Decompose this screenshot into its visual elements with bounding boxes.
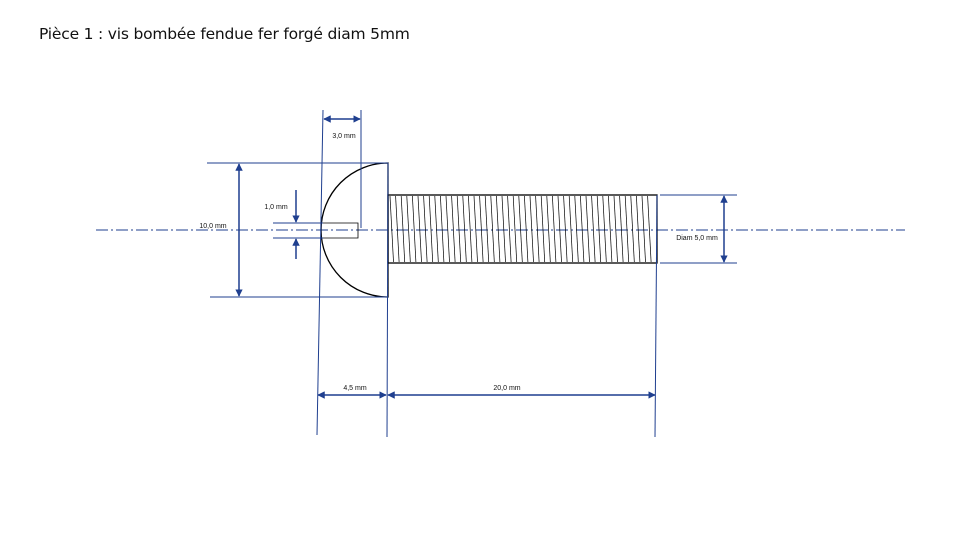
thread-line <box>484 195 490 263</box>
thread-line <box>557 195 562 263</box>
thread-line <box>389 195 394 263</box>
screw-threads <box>389 195 652 263</box>
thread-line <box>540 195 546 263</box>
thread-line <box>585 195 590 263</box>
thread-line <box>563 195 568 263</box>
thread-line <box>428 195 434 263</box>
thread-line <box>490 195 495 263</box>
thread-line <box>574 195 579 263</box>
thread-line <box>580 195 585 263</box>
thread-line <box>445 195 450 263</box>
thread-line <box>400 195 406 263</box>
extension-lines <box>207 109 737 438</box>
thread-line <box>507 195 512 263</box>
thread-line <box>568 195 574 263</box>
thread-line <box>641 195 646 263</box>
dimension-arrows <box>235 115 728 399</box>
page-title: Pièce 1 : vis bombée fendue fer forgé di… <box>39 25 410 43</box>
thread-line <box>468 195 473 263</box>
thread-line <box>647 195 652 263</box>
thread-line <box>440 195 445 263</box>
thread-line <box>462 195 467 263</box>
thread-line <box>636 195 641 263</box>
thread-line <box>434 195 439 263</box>
thread-line <box>512 195 518 263</box>
thread-line <box>479 195 484 263</box>
thread-line <box>613 195 618 263</box>
thread-line <box>518 195 523 263</box>
thread-line <box>591 195 596 263</box>
slot-depth-label: 3,0 mm <box>332 133 356 140</box>
screw-slot <box>323 222 359 239</box>
thread-line <box>552 195 557 263</box>
head-length-label: 4,5 mm <box>343 385 367 392</box>
thread-line <box>596 195 602 263</box>
thread-line <box>624 195 630 263</box>
thread-line <box>619 195 624 263</box>
thread-line <box>456 195 462 263</box>
thread-line <box>395 195 400 263</box>
thread-line <box>529 195 534 263</box>
thread-line <box>417 195 422 263</box>
thread-line <box>406 195 411 263</box>
screw-shank <box>387 194 658 264</box>
slot-width-label: 1,0 mm <box>264 204 288 211</box>
thread-line <box>412 195 417 263</box>
thread-line <box>451 195 456 263</box>
thread-line <box>535 195 540 263</box>
thread-line <box>423 195 428 263</box>
head-diameter-label: 10,0 mm <box>199 223 226 230</box>
shank-diameter-label: Diam 5,0 mm <box>676 235 718 242</box>
thread-line <box>473 195 478 263</box>
thread-line <box>501 195 506 263</box>
thread-line <box>524 195 529 263</box>
thread-line <box>602 195 607 263</box>
thread-line <box>546 195 551 263</box>
shank-length-label: 20,0 mm <box>493 385 520 392</box>
thread-line <box>630 195 635 263</box>
thread-line <box>496 195 501 263</box>
thread-line <box>608 195 613 263</box>
